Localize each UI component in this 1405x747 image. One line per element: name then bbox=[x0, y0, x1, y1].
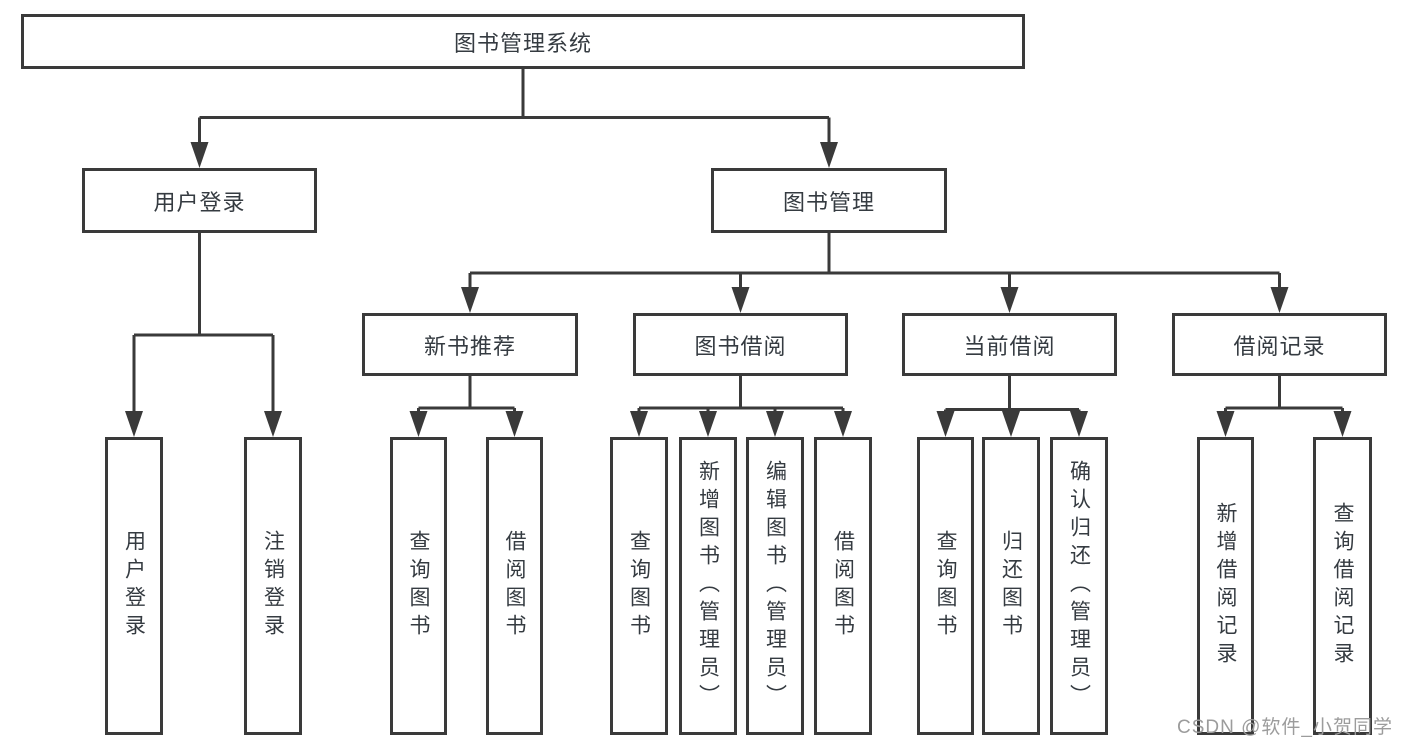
leaf-query-books-2: 查询图书 bbox=[610, 437, 668, 735]
arrowhead bbox=[125, 411, 143, 437]
leaf-label: 编辑图书（管理员） bbox=[763, 460, 787, 712]
leaf-label: 借阅图书 bbox=[831, 530, 855, 642]
node-borrow-records-label: 借阅记录 bbox=[1233, 333, 1326, 359]
csdn-watermark: CSDN @软件_小贺同学 bbox=[1177, 717, 1393, 738]
leaf-return-books: 归还图书 bbox=[982, 437, 1040, 735]
node-new-book-recommend-label: 新书推荐 bbox=[423, 333, 516, 359]
leaf-confirm-return-admin: 确认归还（管理员） bbox=[1050, 437, 1108, 735]
arrowhead bbox=[834, 411, 852, 437]
leaf-borrow-books-1: 借阅图书 bbox=[486, 437, 543, 735]
arrowhead bbox=[731, 287, 750, 313]
leaf-label: 新增图书（管理员） bbox=[696, 460, 720, 712]
node-book-management-label: 图书管理 bbox=[782, 189, 875, 215]
leaf-label: 确认归还（管理员） bbox=[1067, 460, 1091, 712]
leaf-label: 查询借阅记录 bbox=[1331, 502, 1354, 670]
node-root-label: 图书管理系统 bbox=[453, 30, 592, 56]
arrowhead bbox=[936, 411, 955, 437]
arrowhead bbox=[190, 142, 209, 168]
arrowhead bbox=[766, 411, 784, 437]
arrowhead bbox=[264, 411, 282, 437]
connector-new-book-to-leaves bbox=[417, 376, 516, 414]
arrowheads bbox=[125, 142, 1352, 437]
node-book-management: 图书管理 bbox=[711, 168, 947, 233]
leaf-label: 查询图书 bbox=[407, 530, 430, 642]
arrowhead bbox=[1333, 411, 1352, 437]
arrowhead bbox=[461, 287, 479, 313]
connector-borrow-records-to-leaves bbox=[1224, 376, 1344, 414]
node-book-borrow-label: 图书借阅 bbox=[694, 333, 787, 359]
leaf-logout: 注销登录 bbox=[244, 437, 302, 735]
leaf-label: 新增借阅记录 bbox=[1214, 502, 1237, 670]
node-current-borrow-label: 当前借阅 bbox=[963, 333, 1056, 359]
arrowhead bbox=[699, 411, 717, 437]
connector-current-borrow-to-leaves bbox=[944, 376, 1081, 414]
node-current-borrow: 当前借阅 bbox=[902, 313, 1117, 376]
arrowhead bbox=[1270, 287, 1289, 313]
leaf-label: 借阅图书 bbox=[503, 530, 526, 642]
node-user-login-label: 用户登录 bbox=[153, 189, 246, 215]
leaf-label: 归还图书 bbox=[999, 530, 1023, 642]
leaf-borrow-books-2: 借阅图书 bbox=[814, 437, 872, 735]
leaf-label: 查询图书 bbox=[627, 530, 651, 642]
arrowhead bbox=[505, 411, 524, 437]
connector-user-login-to-leaves bbox=[132, 233, 275, 414]
node-borrow-records: 借阅记录 bbox=[1172, 313, 1387, 376]
arrowhead bbox=[820, 142, 838, 168]
arrowhead bbox=[1216, 411, 1235, 437]
leaf-add-books-admin: 新增图书（管理员） bbox=[679, 437, 737, 735]
connector-book-borrow-to-leaves bbox=[637, 376, 845, 414]
arrowhead bbox=[630, 411, 648, 437]
connector-root-to-level2 bbox=[198, 69, 831, 146]
leaf-label: 注销登录 bbox=[261, 530, 285, 642]
connector-book-management-to-level3 bbox=[468, 233, 1281, 290]
leaf-label: 查询图书 bbox=[934, 530, 957, 642]
arrowhead bbox=[1002, 411, 1020, 437]
leaf-label: 用户登录 bbox=[122, 530, 146, 642]
leaf-query-books-1: 查询图书 bbox=[390, 437, 447, 735]
arrowhead bbox=[1000, 287, 1019, 313]
node-user-login: 用户登录 bbox=[82, 168, 317, 233]
arrowhead bbox=[1070, 411, 1088, 437]
leaf-query-books-3: 查询图书 bbox=[917, 437, 974, 735]
arrowhead bbox=[409, 411, 428, 437]
node-root: 图书管理系统 bbox=[21, 14, 1025, 69]
node-book-borrow: 图书借阅 bbox=[633, 313, 848, 376]
leaf-query-borrow-record: 查询借阅记录 bbox=[1313, 437, 1372, 735]
leaf-user-login: 用户登录 bbox=[105, 437, 163, 735]
leaf-add-borrow-record: 新增借阅记录 bbox=[1197, 437, 1254, 735]
node-new-book-recommend: 新书推荐 bbox=[362, 313, 578, 376]
leaf-edit-books-admin: 编辑图书（管理员） bbox=[746, 437, 804, 735]
